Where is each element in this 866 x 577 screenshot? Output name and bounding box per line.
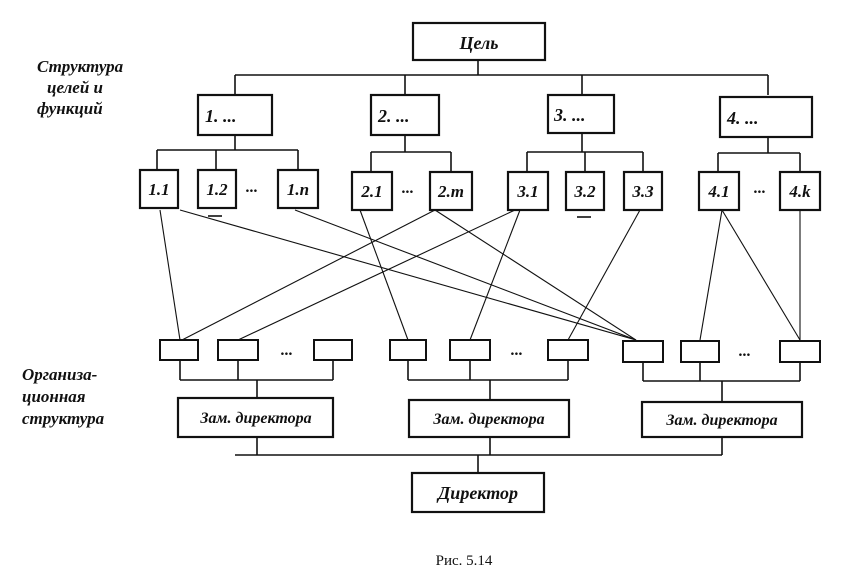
function-3-1-box: [506, 170, 550, 212]
goal-1-label: 1. ...: [205, 106, 237, 126]
org-tree-connectors: [179, 360, 801, 473]
org-unit-6: [547, 339, 589, 361]
goals-structure-label-line-2: целей и: [47, 78, 103, 97]
function-3-2-box: [564, 170, 606, 212]
deputy-2-label: Зам. директора: [432, 411, 544, 428]
deputy-2-box: [407, 398, 571, 439]
org-unit-1: [159, 339, 199, 361]
org-unit-2: [217, 339, 259, 361]
org-units-ellipsis-1: ...: [281, 342, 293, 359]
org-unit-3: [313, 339, 353, 361]
director-box: [410, 471, 546, 514]
deputy-3-label: Зам. директора: [665, 412, 777, 429]
org-structure-label-line-2: ционная: [22, 387, 86, 406]
function-2-1-label: 2.1: [360, 182, 382, 201]
function-4-ellipsis: ...: [754, 180, 766, 197]
org-unit-7: [622, 340, 664, 363]
function-1-ellipsis: ...: [246, 179, 258, 196]
function-2-1-box: [350, 170, 394, 212]
function-1-n-label: 1.n: [287, 180, 309, 199]
goal-3-label: 3. ...: [553, 105, 586, 125]
goal-3-box: [546, 93, 616, 135]
goals-structure-label-line-3: функций: [37, 99, 103, 118]
function-2-m-box: [428, 170, 474, 212]
deputy-1-box: [176, 396, 335, 439]
goal-4-box: [718, 95, 814, 139]
function-unit-links: [159, 209, 801, 341]
function-1-1-box: [138, 168, 180, 210]
deputy-3-box: [640, 400, 804, 439]
function-2-ellipsis: ...: [402, 180, 414, 197]
goal-4-label: 4. ...: [726, 108, 759, 128]
deputy-1-label: Зам. директора: [199, 410, 311, 427]
director-label: Директор: [436, 483, 518, 503]
function-1-1-label: 1.1: [148, 180, 169, 199]
function-2-m-label: 2.m: [437, 182, 464, 201]
goal-tree-connectors: [156, 60, 801, 172]
goal-2-label: 2. ...: [377, 106, 410, 126]
org-unit-8: [680, 340, 720, 363]
goals-structure-label-line-1: Структура: [37, 57, 124, 76]
org-unit-4: [389, 339, 427, 361]
org-structure-label-line-1: Организа-: [22, 365, 98, 384]
function-4-1-box: [697, 170, 741, 212]
function-1-2-box: [196, 168, 238, 210]
goal-1-box: [196, 93, 274, 137]
function-3-1-label: 3.1: [516, 182, 538, 201]
function-1-2-label: 1.2: [206, 180, 228, 199]
function-4-k-box: [778, 170, 822, 212]
org-structure-label-line-3: структура: [22, 409, 105, 428]
goal-2-box: [369, 93, 441, 137]
org-unit-9: [779, 340, 821, 363]
function-3-3-box: [622, 170, 664, 212]
function-1-n-box: [276, 168, 320, 210]
function-4-1-label: 4.1: [707, 182, 729, 201]
goal-box: [411, 21, 547, 62]
function-3-3-label: 3.3: [631, 182, 654, 201]
function-3-2-label: 3.2: [573, 182, 596, 201]
org-units-ellipsis-2: ...: [511, 342, 523, 359]
org-units-ellipsis-3: ...: [739, 343, 751, 360]
org-unit-5: [449, 339, 491, 361]
function-4-k-label: 4.k: [788, 182, 811, 201]
goal-label: Цель: [458, 33, 498, 53]
figure-caption: Рис. 5.14: [436, 553, 493, 569]
